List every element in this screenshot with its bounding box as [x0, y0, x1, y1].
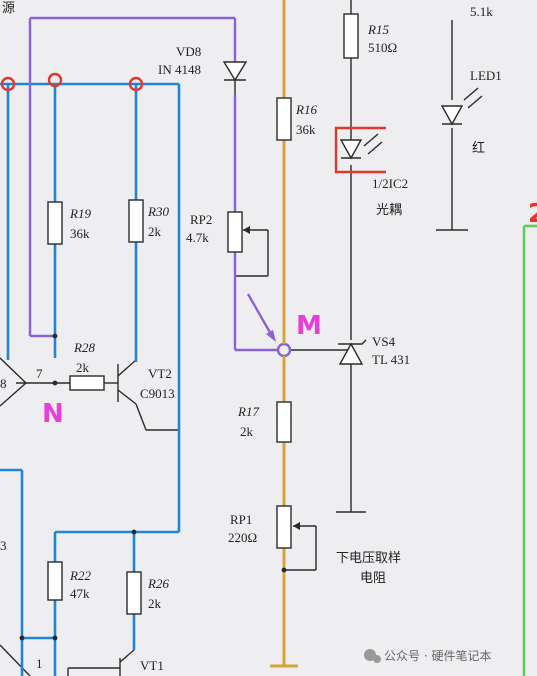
- vt2-value: C9013: [140, 386, 175, 401]
- pin-7-label: 7: [36, 366, 43, 381]
- pin-3-fragment: 3: [0, 538, 7, 553]
- junction-dots: [19, 333, 287, 641]
- led1-name: LED1: [470, 68, 502, 83]
- potentiometer-rp2: [227, 211, 243, 253]
- resistor-r19: [47, 201, 63, 245]
- wechat-icon: [364, 649, 376, 661]
- rp1-name: RP1: [230, 512, 252, 527]
- wechat-icon-small: [373, 655, 381, 663]
- shunt-regulator-vs4: [338, 339, 367, 365]
- junction-marker-3: [128, 76, 144, 92]
- resistor-r17: [276, 401, 292, 443]
- r22-value: 47k: [70, 586, 90, 601]
- r22-name: R22: [69, 568, 91, 583]
- vt1-name: VT1: [140, 658, 164, 673]
- pin-8-fragment: 8: [0, 376, 7, 391]
- r16-value: 36k: [296, 122, 316, 137]
- watermark: 公众号 · 硬件笔记本: [364, 648, 491, 663]
- vd8-value: IN 4148: [158, 62, 201, 77]
- rp2-wiper-arrow: [243, 226, 250, 234]
- r28-name: R28: [73, 340, 95, 355]
- green-wiring: [522, 224, 537, 676]
- r26-name: R26: [147, 576, 169, 591]
- vs4-name: VS4: [372, 334, 396, 349]
- resistor-r26: [126, 571, 142, 615]
- blue-wiring: [0, 82, 181, 676]
- diode-vd8: [222, 61, 248, 82]
- black-wiring: [0, 0, 468, 676]
- resistor-r22: [47, 561, 63, 601]
- r26-value: 2k: [148, 596, 162, 611]
- purple-wiring: [28, 16, 292, 358]
- gold-sampling-line: [270, 0, 298, 668]
- red-junction-markers: [0, 72, 144, 92]
- rp1-wiper-arrow: [293, 522, 300, 530]
- vt2-name: VT2: [148, 366, 172, 381]
- rp2-name: RP2: [190, 212, 212, 227]
- r28-value: 2k: [76, 360, 90, 375]
- resistor-r30: [128, 199, 144, 243]
- r19-value: 36k: [70, 226, 90, 241]
- r16-name: R16: [295, 102, 317, 117]
- node-m-label: M: [296, 311, 322, 341]
- r17-name: R17: [237, 404, 259, 419]
- vs4-value: TL 431: [372, 352, 410, 367]
- optocoupler-led: [339, 98, 383, 160]
- r19-name: R19: [69, 206, 91, 221]
- header-fragment: 源: [2, 1, 15, 16]
- node-n-label: N: [42, 399, 64, 429]
- led1-color: 红: [472, 140, 485, 156]
- r15-value: 510Ω: [368, 40, 397, 55]
- optocoupler-highlight-box: [334, 126, 386, 174]
- resistor-r28: [69, 375, 105, 391]
- sampling-label-line-1: 下电压取样: [336, 551, 401, 566]
- resistor-r16: [276, 97, 292, 141]
- potentiometer-rp1: [276, 505, 292, 549]
- resistor-r15: [343, 13, 359, 59]
- rp1-value: 220Ω: [228, 530, 257, 545]
- r17-value: 2k: [240, 424, 254, 439]
- junction-marker-1: [0, 76, 16, 92]
- rp2-value: 4.7k: [186, 230, 209, 245]
- watermark-text: 公众号 · 硬件笔记本: [384, 648, 491, 663]
- vd8-name: VD8: [176, 44, 201, 59]
- sampling-label-line-2: 电阻: [360, 571, 386, 586]
- r-top-value: 5.1k: [470, 4, 493, 19]
- r30-name: R30: [147, 204, 169, 219]
- r15-name: R15: [367, 22, 389, 37]
- ic2-name: 1/2IC2: [372, 176, 408, 191]
- right-fragment: 2: [528, 199, 537, 229]
- junction-marker-2: [47, 72, 63, 88]
- ic2-label: 光耦: [376, 203, 402, 218]
- r30-value: 2k: [148, 224, 162, 239]
- pin-1-label: 1: [36, 656, 43, 671]
- led1-symbol: [440, 87, 483, 126]
